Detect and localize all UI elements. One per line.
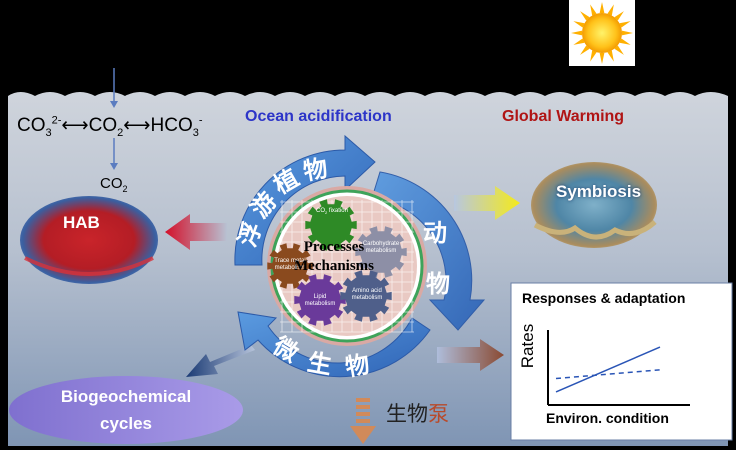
sun-ray	[607, 4, 614, 16]
gear-icon	[267, 243, 313, 289]
cycle-arrows	[234, 134, 486, 378]
animal-char-1: 动	[423, 219, 447, 247]
responses-chart	[510, 282, 733, 441]
biogeochem-label-line2: cycles	[100, 414, 152, 433]
gear-icon	[294, 274, 346, 326]
left-arrow-icon	[165, 214, 227, 250]
ocean-acidification-label: Ocean acidification	[245, 108, 392, 125]
biogeochem-ellipse	[9, 376, 243, 444]
hab-label: HAB	[63, 213, 100, 232]
biogeochem-label-line1: Biogeochemical	[60, 387, 192, 406]
sun-ray	[590, 50, 597, 62]
dissolved-co2-label: CO2	[100, 175, 128, 194]
sun-ray	[621, 30, 633, 36]
sun-icon	[569, 0, 635, 66]
symbiosis-ellipse	[531, 162, 657, 248]
sun-ray	[619, 38, 631, 45]
gear-icon	[355, 226, 407, 278]
hab-ellipse	[20, 196, 158, 284]
carbonate-equilibrium: CO32-⟷CO2⟷HCO3-	[17, 114, 203, 139]
sun-ray	[573, 21, 585, 28]
sun-ray	[614, 11, 624, 21]
sun-ray	[573, 38, 585, 45]
phyto-arc	[234, 134, 376, 266]
symbiosis-label: Symbiosis	[556, 182, 642, 201]
sun-ray	[599, 2, 605, 14]
sun-ray	[619, 21, 631, 28]
down-arrow-icon	[350, 398, 376, 444]
biological-pump-label: 生物泵	[386, 403, 449, 426]
gear-icon	[305, 199, 357, 251]
gear-icon	[340, 270, 392, 322]
sun-ray	[580, 45, 590, 55]
chart-title: Responses & adaptation	[522, 290, 686, 306]
micro-arc	[237, 311, 431, 378]
right-arrow-icon	[454, 186, 520, 220]
series-solid-line	[555, 346, 661, 393]
chart-y-label: Rates	[518, 323, 537, 369]
atmospheric-co2-label: CO2	[97, 46, 125, 65]
gear-co2-fixation-label: CO2 fixation	[316, 208, 348, 216]
sun-ray	[580, 11, 590, 21]
sun-ray	[607, 50, 614, 62]
right-arrow-icon	[437, 339, 504, 371]
global-warming-label: Global Warming	[502, 108, 625, 125]
animal-arc	[371, 171, 486, 331]
sun-ray	[571, 30, 583, 36]
left-arrow-icon	[186, 345, 255, 377]
sun-ray	[590, 4, 597, 16]
sun-ray	[614, 45, 624, 55]
sun-ray	[599, 52, 605, 64]
animal-char-2: 物	[426, 270, 450, 298]
chart-x-label: Environ. condition	[546, 410, 669, 426]
